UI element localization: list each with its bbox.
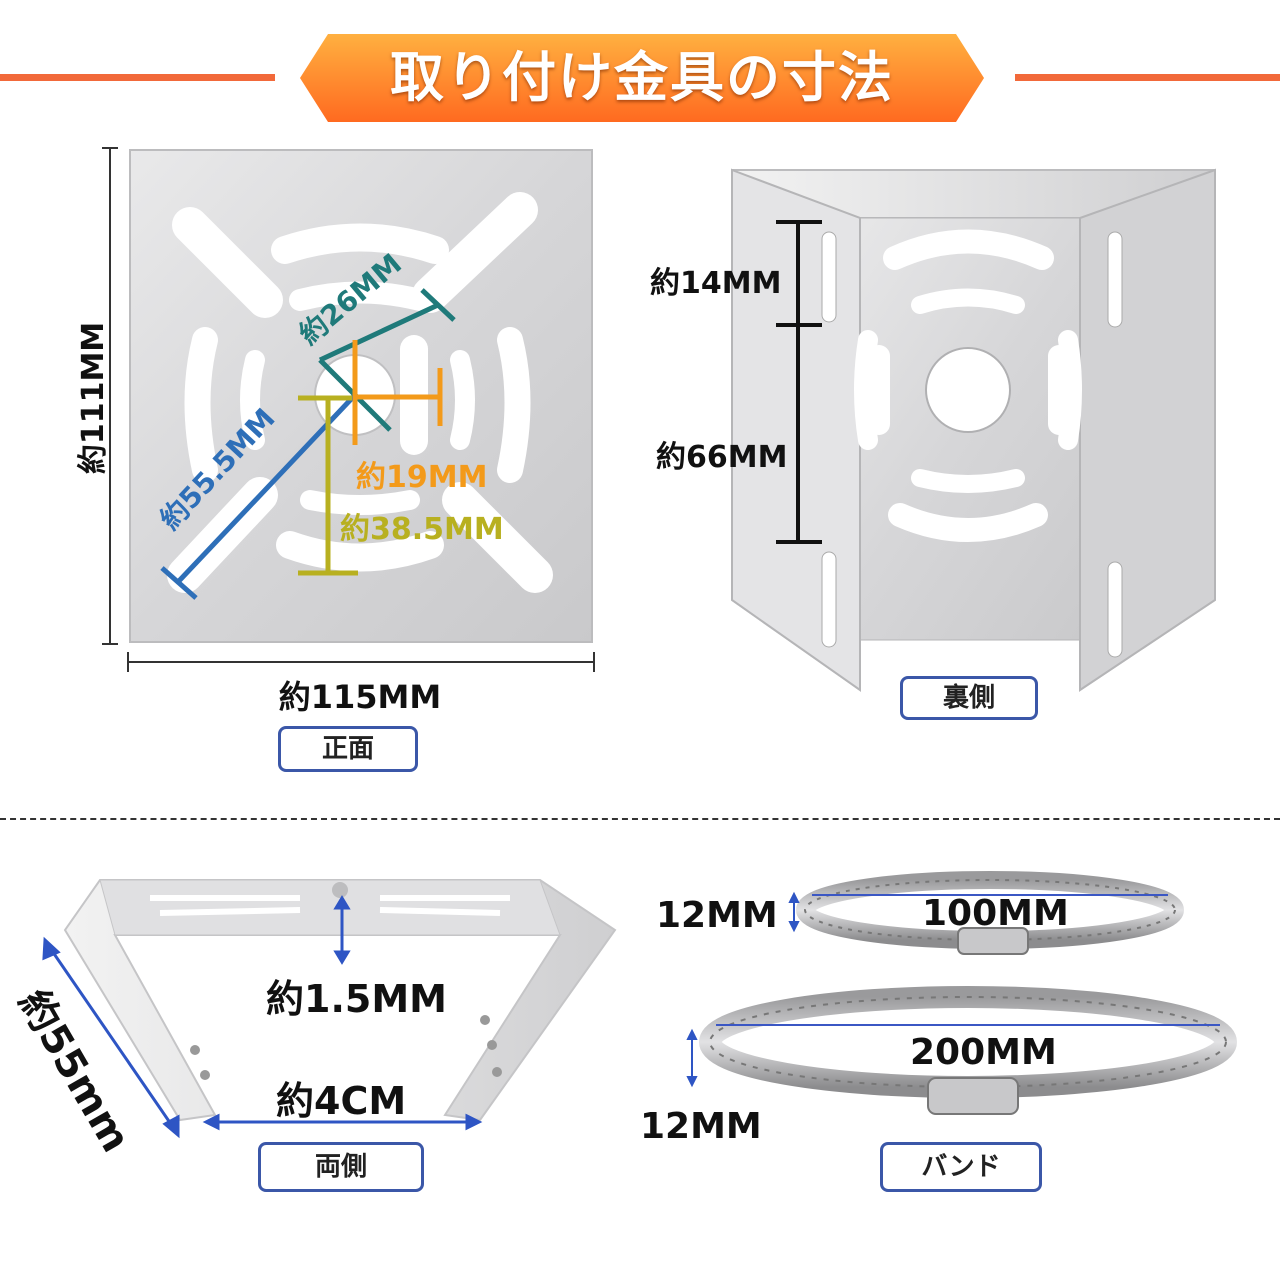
front-height-label: 約111MM: [76, 321, 111, 475]
band-large-diameter-label: 200MM: [910, 1032, 1057, 1073]
header-line-right: [1015, 74, 1280, 81]
header-banner: [300, 34, 984, 122]
back-view-label: 裏側: [900, 676, 1038, 720]
header-line-left: [0, 74, 275, 81]
sides-view-label: 両側: [258, 1142, 424, 1192]
side-thickness-label: 約1.5MM: [266, 977, 447, 1021]
page-title: 取り付け金具の寸法: [390, 46, 894, 109]
band-large-width-label: 12MM: [640, 1106, 762, 1147]
front-dim-height: [102, 147, 118, 645]
band-small: [796, 871, 1184, 955]
back-bracket: [731, 168, 1216, 692]
band-view-label: バンド: [880, 1142, 1042, 1192]
band-large: [699, 986, 1237, 1115]
back-lower-label: 約66MM: [656, 440, 788, 475]
side-dim-lines: [42, 895, 483, 1139]
front-dim-h-small: [352, 340, 443, 445]
back-dim-lines: [776, 220, 822, 544]
front-h-small-label: 約19MM: [356, 460, 488, 495]
side-inner-width-label: 約4CM: [276, 1079, 407, 1123]
side-bracket: [63, 879, 617, 1122]
front-width-label: 約115MM: [278, 678, 442, 716]
front-dim-v-small: [298, 395, 358, 576]
front-dim-width: [127, 652, 595, 672]
back-upper-label: 約14MM: [650, 266, 782, 301]
band-small-diameter-label: 100MM: [922, 893, 1069, 934]
band-dim-lines: [686, 891, 800, 1088]
front-view-label: 正面: [278, 726, 418, 772]
front-v-small-label: 約38.5MM: [340, 512, 504, 547]
section-divider: [0, 818, 1280, 820]
band-small-width-label: 12MM: [656, 895, 778, 936]
